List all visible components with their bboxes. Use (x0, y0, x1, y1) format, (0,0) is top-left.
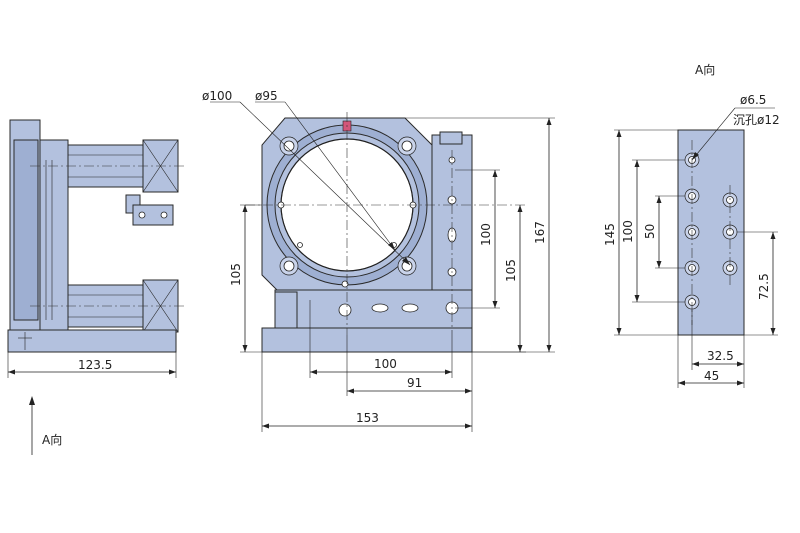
side-base (7, 329, 177, 353)
dim-bottom-100: 100 (374, 357, 397, 371)
label-hole-dia: ø6.5 (740, 93, 766, 107)
side-knob (132, 204, 174, 226)
label-view-a-top: A向 (695, 62, 715, 77)
dim-front-167: 167 (533, 221, 547, 244)
dim-back-100: 100 (621, 220, 635, 243)
label-counterbore: 沉孔ø12 (733, 113, 780, 127)
side-plate-inner (13, 139, 39, 321)
label-dia-100: ø100 (202, 89, 232, 103)
dim-back-45: 45 (704, 369, 719, 383)
dim-back-50: 50 (643, 224, 657, 239)
corner-screws (279, 136, 417, 276)
dim-front-153: 153 (356, 411, 379, 425)
back-view: A向 ø6.5 沉孔ø12 145 (603, 62, 780, 388)
back-holes-left (684, 152, 700, 310)
dim-back-32-5: 32.5 (707, 349, 734, 363)
side-view: 123.5 A向 (7, 119, 185, 455)
dim-right-105: 105 (504, 259, 518, 282)
dim-bottom-91: 91 (407, 376, 422, 390)
label-view-a-left: A向 (42, 432, 62, 447)
dim-back-145: 145 (603, 223, 617, 246)
front-base (261, 327, 473, 353)
front-view: ø100 ø95 105 100 105 167 1 (202, 89, 555, 432)
label-dia-95: ø95 (255, 89, 278, 103)
dim-inner-100: 100 (479, 223, 493, 246)
dim-back-72-5: 72.5 (757, 273, 771, 300)
side-flange (39, 139, 69, 336)
dim-side-width: 123.5 (78, 358, 112, 372)
dim-left-105: 105 (229, 263, 243, 286)
